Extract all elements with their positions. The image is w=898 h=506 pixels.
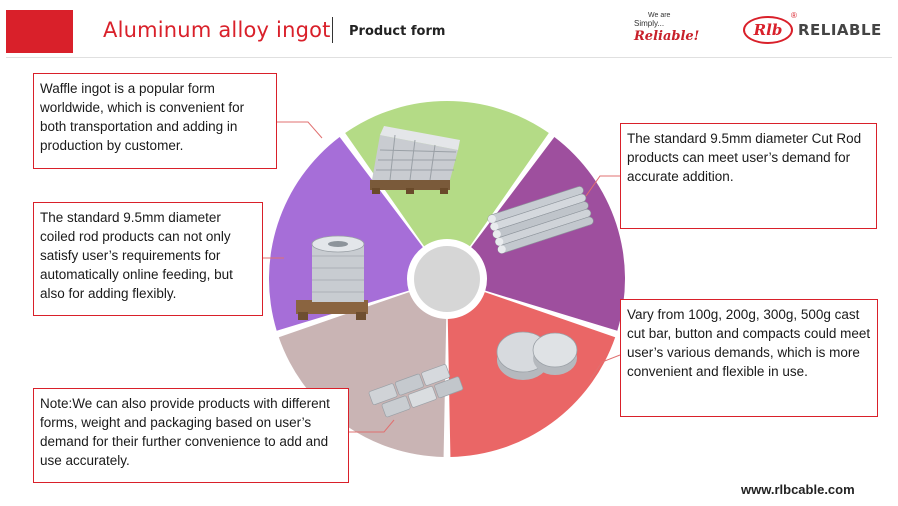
callout-cut-rod: The standard 9.5mm diameter Cut Rod prod… bbox=[620, 123, 877, 229]
callout-note: Note:We can also provide products with d… bbox=[33, 388, 349, 483]
rlb-reliable-logo: Rlb ® RELIABLE bbox=[743, 11, 882, 47]
logo-tagline-small: We are bbox=[648, 12, 671, 19]
callout-waffle-ingot: Waffle ingot is a popular form worldwide… bbox=[33, 73, 277, 169]
segment-coiled-rod bbox=[269, 137, 423, 331]
title-divider bbox=[332, 17, 333, 43]
header-red-block bbox=[6, 10, 73, 53]
logo-tagline-mid: Simply... bbox=[634, 19, 665, 28]
cast-button-image bbox=[496, 331, 578, 380]
connector-cast bbox=[589, 354, 621, 381]
brand-name: RELIABLE bbox=[798, 21, 882, 39]
page-subtitle: Product form bbox=[349, 24, 446, 39]
page-title: Aluminum alloy ingot bbox=[103, 18, 331, 42]
center-circle bbox=[414, 246, 480, 312]
segment-other-forms bbox=[278, 292, 447, 457]
callout-coiled-rod: The standard 9.5mm diameter coiled rod p… bbox=[33, 202, 263, 316]
logo-tagline-big: Reliable! bbox=[634, 29, 700, 44]
connector-note bbox=[349, 419, 395, 433]
website-url[interactable]: www.rlbcable.com bbox=[741, 482, 855, 497]
rlb-logo-mark: Rlb bbox=[743, 16, 793, 44]
coiled-rod-image bbox=[296, 235, 368, 320]
connector-cut-rod bbox=[585, 175, 620, 197]
connector-waffle bbox=[277, 121, 323, 139]
simply-reliable-logo: We are Simply... Reliable! bbox=[632, 12, 699, 48]
cut-rod-image bbox=[487, 186, 594, 254]
registered-mark: ® bbox=[791, 11, 797, 20]
callout-connectors bbox=[263, 121, 621, 433]
waffle-ingot-image bbox=[370, 126, 460, 194]
callout-cast-cut-bar: Vary from 100g, 200g, 300g, 500g cast cu… bbox=[620, 299, 878, 417]
small-ingots-image bbox=[368, 364, 464, 418]
header-divider-line bbox=[6, 57, 892, 58]
